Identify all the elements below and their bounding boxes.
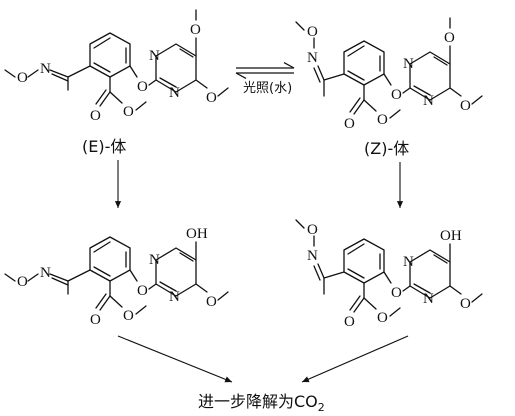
- arrow-left-to-final: [117, 335, 233, 383]
- condition-label: 光照(水): [243, 81, 292, 96]
- benzene-ring: [89, 32, 131, 78]
- ester-carbonyl-oxygen: O: [90, 108, 101, 124]
- benzene-ring: [343, 40, 385, 86]
- pyrimidine-nitrogen-2: N: [423, 291, 434, 307]
- e-isomer-structure: N O O O O N N O O: [4, 9, 229, 124]
- final-degradation-label: 进一步降解为CO2: [198, 392, 325, 414]
- oxime-oxygen: O: [307, 24, 318, 40]
- benzene-ring: [343, 238, 385, 284]
- ester-carbonyl-oxygen: O: [344, 116, 355, 132]
- ester-oxygen: O: [377, 310, 388, 326]
- e-isomer-label: (E)-体: [82, 137, 126, 156]
- ester-oxygen: O: [123, 104, 134, 120]
- hydroxyl-group: OH: [440, 228, 462, 244]
- benzene-ring: [89, 236, 131, 282]
- arrow-right-to-final: [301, 335, 409, 383]
- ether-oxygen: O: [391, 285, 402, 301]
- ester-oxygen: O: [377, 112, 388, 128]
- co2-subscript: 2: [318, 401, 325, 414]
- oxime-nitrogen: N: [307, 50, 318, 66]
- hydroxyl-group: OH: [186, 226, 208, 242]
- pyrimidine-nitrogen-1: N: [403, 254, 414, 270]
- ester-carbonyl-oxygen: O: [90, 312, 101, 328]
- e-hydroxy-product-structure: N O O O O N N OH O: [4, 226, 229, 328]
- ester-oxygen: O: [123, 308, 134, 324]
- oxime-oxygen: O: [17, 274, 28, 290]
- pyrimidine-nitrogen-1: N: [149, 252, 160, 268]
- methoxy-oxygen-right: O: [460, 98, 471, 114]
- ether-oxygen: O: [137, 79, 148, 95]
- z-hydroxy-product-structure: N O O O O N N OH O: [295, 219, 483, 330]
- ether-oxygen: O: [137, 283, 148, 299]
- oxime-oxygen: O: [307, 222, 318, 238]
- methoxy-oxygen-top: O: [444, 30, 455, 46]
- oxime-nitrogen: N: [307, 248, 318, 264]
- pyrimidine-nitrogen-2: N: [169, 85, 180, 101]
- methoxy-oxygen-top: O: [190, 22, 201, 38]
- oxime-oxygen: O: [17, 70, 28, 86]
- oxime-nitrogen: N: [40, 61, 51, 77]
- z-isomer-label: (Z)-体: [364, 139, 409, 158]
- pyrimidine-nitrogen-2: N: [423, 93, 434, 109]
- pyrimidine-nitrogen-1: N: [149, 48, 160, 64]
- methoxy-oxygen-right: O: [206, 90, 217, 106]
- ether-oxygen: O: [391, 87, 402, 103]
- methoxy-oxygen-right: O: [460, 296, 471, 312]
- oxime-nitrogen: N: [40, 265, 51, 281]
- methoxy-oxygen-right: O: [206, 294, 217, 310]
- ester-carbonyl-oxygen: O: [344, 314, 355, 330]
- pyrimidine-nitrogen-2: N: [169, 289, 180, 305]
- pyrimidine-nitrogen-1: N: [403, 56, 414, 72]
- z-isomer-structure: N O O O O N N O O: [295, 17, 483, 132]
